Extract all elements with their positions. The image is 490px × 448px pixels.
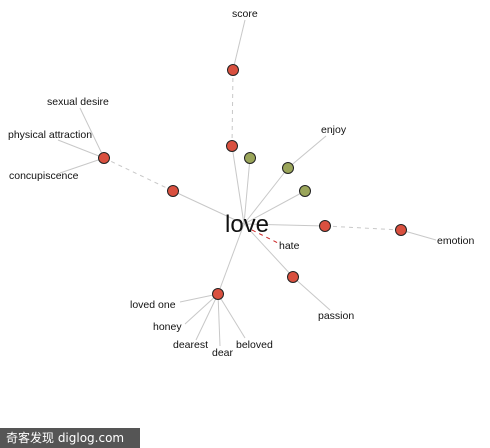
term-dear[interactable]: dear — [212, 347, 234, 359]
node-sexual[interactable] — [98, 152, 110, 164]
edge-olive2-center — [243, 167, 289, 225]
term-beloved[interactable]: beloved — [236, 339, 273, 351]
edge-physical-attraction — [57, 139, 105, 159]
term-concupiscence[interactable]: concupiscence — [9, 170, 79, 182]
edge-beloved — [217, 293, 246, 339]
edge-olive2-enjoy — [287, 135, 327, 169]
edge-passion-word — [292, 276, 331, 311]
edge-emotion-word — [400, 229, 437, 241]
edge-honey — [184, 293, 219, 325]
edge-dear — [217, 293, 221, 347]
term-sexual-desire[interactable]: sexual desire — [47, 96, 109, 108]
edge-sexual-desire — [79, 107, 105, 159]
watermark-banner: 奇客发现 diglog.com — [0, 428, 140, 448]
nodes — [98, 64, 407, 300]
node-emotion-inner[interactable] — [319, 220, 331, 232]
node-olive-1[interactable] — [244, 152, 256, 164]
edge-olive3-center — [243, 190, 306, 225]
node-emotion-outer[interactable] — [395, 224, 407, 236]
node-score[interactable] — [227, 64, 239, 76]
term-hate[interactable]: hate — [279, 240, 300, 252]
node-loved[interactable] — [212, 288, 224, 300]
edge-score-word — [232, 19, 246, 71]
edge-sexual-link — [103, 157, 174, 192]
labels: love score sexual desire physical attrac… — [8, 8, 475, 359]
node-passion[interactable] — [287, 271, 299, 283]
node-love-synonym[interactable] — [226, 140, 238, 152]
edge-concupiscence — [59, 157, 105, 174]
term-honey[interactable]: honey — [153, 321, 182, 333]
edge-dearest — [195, 293, 219, 341]
edge-mid1-center — [172, 190, 245, 225]
edge-emotion-link — [324, 225, 402, 231]
edge-score-link — [231, 69, 234, 147]
edge-hate — [251, 229, 279, 244]
edges — [57, 19, 437, 347]
term-dearest[interactable]: dearest — [173, 339, 208, 351]
term-emotion[interactable]: emotion — [437, 235, 475, 247]
edge-love2-center — [231, 145, 245, 225]
term-loved-one[interactable]: loved one — [130, 299, 176, 311]
edge-loved-center — [217, 223, 245, 295]
edge-loved-one — [179, 293, 219, 303]
term-score[interactable]: score — [232, 8, 258, 20]
term-physical-attraction[interactable]: physical attraction — [8, 129, 92, 141]
center-word[interactable]: love — [225, 211, 269, 238]
node-olive-2[interactable] — [282, 162, 294, 174]
node-mid[interactable] — [167, 185, 179, 197]
edge-passion-center — [243, 223, 294, 278]
edge-olive1-center — [243, 157, 251, 225]
term-passion[interactable]: passion — [318, 310, 354, 322]
node-olive-3[interactable] — [299, 185, 311, 197]
term-enjoy[interactable]: enjoy — [321, 124, 347, 136]
edge-emotion1-center — [243, 223, 326, 227]
